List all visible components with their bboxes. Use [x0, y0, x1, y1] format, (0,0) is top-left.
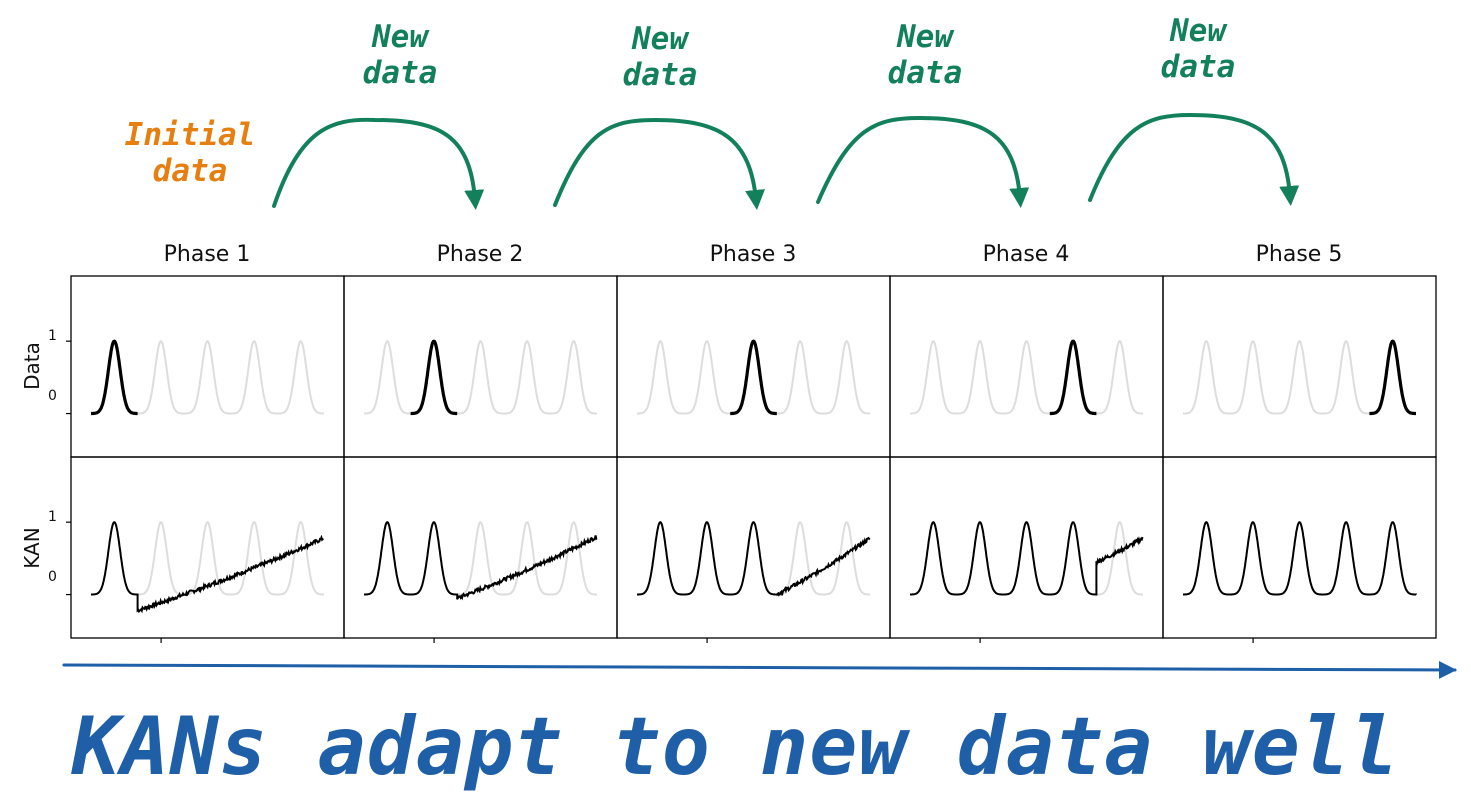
new-data-label-2: New data: [622, 21, 698, 93]
data-faded-peaks-4: [910, 340, 1143, 415]
kan-prediction-5: [1183, 521, 1417, 596]
panel-data-2: [343, 275, 618, 458]
new-data-arrow-4: [1088, 112, 1300, 206]
y-tick-data-1: 1: [48, 328, 57, 344]
data-active-peak-2: [410, 339, 458, 416]
new-data-label-1: New data: [362, 19, 438, 91]
panel-data-3: [616, 275, 891, 458]
data-active-peak-3: [730, 339, 777, 416]
kan-prediction-2: [364, 521, 598, 601]
initial-data-label: Initial data: [124, 117, 256, 189]
data-active-peak-1: [91, 339, 138, 416]
phase-title-2: Phase 2: [436, 242, 524, 267]
panel-kan-5: [1162, 456, 1437, 639]
panel-data-5: [1162, 275, 1437, 458]
new-data-label-4: New data: [1160, 13, 1236, 85]
kan-prediction-3: [637, 521, 871, 597]
y-tick-kan-1: 1: [48, 509, 57, 525]
timeline-arrow: [62, 660, 1457, 679]
panel-kan-3: [616, 456, 891, 639]
y-tick-kan-0: 0: [48, 569, 57, 585]
new-data-label-3: New data: [887, 19, 963, 91]
phase-title-1: Phase 1: [163, 242, 251, 267]
panel-data-1: [70, 275, 345, 458]
data-faded-peaks-2: [364, 340, 597, 415]
data-active-peak-5: [1369, 339, 1416, 416]
data-faded-peaks-3: [637, 340, 870, 415]
new-data-arrow-2: [553, 117, 765, 210]
kan-prediction-1: [91, 521, 324, 614]
phase-title-4: Phase 4: [982, 242, 1070, 267]
panel-grid: [66, 275, 1437, 643]
data-active-peak-4: [1049, 339, 1097, 416]
panel-data-4: [889, 275, 1164, 458]
y-tick-data-0: 0: [48, 388, 57, 404]
phase-title-3: Phase 3: [709, 242, 797, 267]
phase-title-5: Phase 5: [1255, 242, 1343, 267]
footer-caption: KANs adapt to new data well: [71, 700, 1400, 793]
kan-prediction-4: [910, 521, 1144, 596]
new-data-arrow-1: [272, 117, 485, 210]
plot-lines: [91, 339, 1417, 614]
new-data-arrow-3: [816, 115, 1030, 208]
